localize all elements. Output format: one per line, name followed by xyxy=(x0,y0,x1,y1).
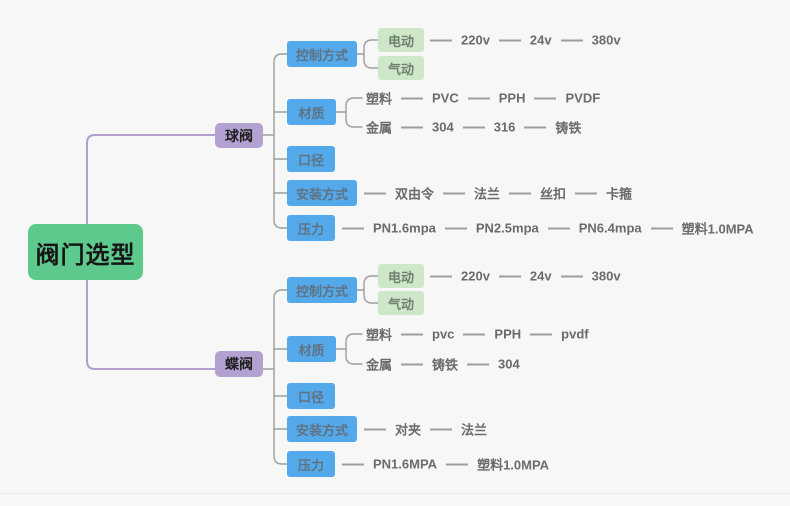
connector-dash xyxy=(401,126,424,128)
leaf-ball-plastic-1[interactable]: PPH xyxy=(498,90,526,106)
connector-dash xyxy=(446,463,469,465)
leaf-butterfly-plastic-head[interactable]: 塑料 xyxy=(366,327,393,343)
chain-ball-plastic: 塑料 PVC PPH PVDF xyxy=(366,89,600,108)
connector-dash xyxy=(430,39,452,41)
root-node-valve-selection[interactable]: 阀门选型 xyxy=(28,224,143,280)
connector-dash xyxy=(560,39,583,41)
leaf-butterfly-install-0[interactable]: 对夹 xyxy=(395,422,422,438)
leaf-ball-plastic-0[interactable]: PVC xyxy=(432,90,459,106)
connector-dash xyxy=(530,333,553,335)
connector-dash xyxy=(401,97,424,99)
category-butterfly-diameter[interactable]: 口径 xyxy=(287,383,335,409)
chain-butterfly-plastic: 塑料 pvc PPH pvdf xyxy=(366,325,589,344)
connector-dash xyxy=(534,97,557,99)
chain-butterfly-metal: 金属 铸铁 304 xyxy=(366,355,520,374)
leafbox-ball-electric[interactable]: 电动 xyxy=(378,28,424,52)
category-butterfly-install-mode[interactable]: 安装方式 xyxy=(287,416,357,442)
connector-dash xyxy=(342,227,364,229)
chain-ball-install: 双由令 法兰 丝扣 卡箍 xyxy=(364,184,632,203)
canvas-bottom-edge xyxy=(0,493,790,494)
connector-dash xyxy=(547,227,570,229)
category-butterfly-pressure[interactable]: 压力 xyxy=(287,451,335,477)
connector-dash xyxy=(560,275,583,277)
leaf-ball-plastic-head[interactable]: 塑料 xyxy=(366,91,393,107)
connector-dash xyxy=(467,97,490,99)
chain-butterfly-pressure: PN1.6MPA 塑料1.0MPA xyxy=(342,455,549,474)
leafbox-butterfly-pneumatic[interactable]: 气动 xyxy=(378,291,424,315)
category-butterfly-material[interactable]: 材质 xyxy=(287,336,336,362)
leaf-ball-voltage-220v[interactable]: 220v xyxy=(461,32,490,48)
connector-dash xyxy=(575,192,598,194)
leaf-ball-pressure-1[interactable]: PN2.5mpa xyxy=(475,220,539,236)
leaf-ball-pressure-3[interactable]: 塑料1.0MPA xyxy=(681,221,754,237)
connector-dash xyxy=(342,463,364,465)
connector-dash xyxy=(509,192,532,194)
leaf-ball-install-1[interactable]: 法兰 xyxy=(474,186,501,202)
chain-butterfly-install: 对夹 法兰 xyxy=(364,420,487,439)
chain-ball-metal: 金属 304 316 铸铁 xyxy=(366,118,581,137)
connector-dash xyxy=(430,275,452,277)
leaf-butterfly-metal-0[interactable]: 铸铁 xyxy=(432,357,459,373)
category-ball-install-mode[interactable]: 安装方式 xyxy=(287,180,357,206)
leafbox-butterfly-electric[interactable]: 电动 xyxy=(378,264,424,288)
leaf-ball-install-2[interactable]: 丝扣 xyxy=(540,186,567,202)
connector-dash xyxy=(498,39,521,41)
connector-dash xyxy=(650,227,673,229)
leaf-ball-pressure-2[interactable]: PN6.4mpa xyxy=(578,220,642,236)
connector-dash xyxy=(401,333,424,335)
leaf-butterfly-install-1[interactable]: 法兰 xyxy=(461,422,488,438)
branch-node-butterfly-valve[interactable]: 蝶阀 xyxy=(215,351,263,377)
leaf-butterfly-pressure-1[interactable]: 塑料1.0MPA xyxy=(477,457,550,473)
connector-dash xyxy=(498,275,521,277)
connector-dash xyxy=(364,192,386,194)
category-ball-pressure[interactable]: 压力 xyxy=(287,215,335,241)
leaf-butterfly-pressure-0[interactable]: PN1.6MPA xyxy=(373,456,438,472)
connector-dash xyxy=(430,428,453,430)
connector-dash xyxy=(524,126,547,128)
chain-ball-pressure: PN1.6mpa PN2.5mpa PN6.4mpa 塑料1.0MPA xyxy=(342,219,754,238)
leaf-butterfly-metal-head[interactable]: 金属 xyxy=(366,357,393,373)
leaf-ball-metal-1[interactable]: 316 xyxy=(493,119,516,135)
connector-dash xyxy=(443,192,466,194)
leaf-ball-metal-2[interactable]: 铸铁 xyxy=(555,120,582,136)
leaf-ball-voltage-24v[interactable]: 24v xyxy=(529,32,552,48)
connector-dash xyxy=(463,333,486,335)
leaf-ball-install-3[interactable]: 卡箍 xyxy=(606,186,633,202)
leaf-butterfly-voltage-24v[interactable]: 24v xyxy=(529,268,552,284)
branch-node-ball-valve[interactable]: 球阀 xyxy=(215,123,263,148)
leaf-butterfly-plastic-0[interactable]: pvc xyxy=(432,326,455,342)
connector-dash xyxy=(444,227,467,229)
leaf-ball-voltage-380v[interactable]: 380v xyxy=(591,32,621,48)
leaf-ball-pressure-0[interactable]: PN1.6mpa xyxy=(373,220,436,236)
connector-dash xyxy=(467,363,490,365)
leaf-butterfly-plastic-2[interactable]: pvdf xyxy=(561,326,589,342)
chain-ball-voltages: 220v 24v 380v xyxy=(430,33,621,48)
connector-dash xyxy=(462,126,485,128)
chain-butterfly-voltages: 220v 24v 380v xyxy=(430,269,621,284)
connector-dash xyxy=(364,428,386,430)
leaf-ball-install-0[interactable]: 双由令 xyxy=(395,186,435,202)
leaf-ball-plastic-2[interactable]: PVDF xyxy=(565,90,601,106)
connector-dash xyxy=(401,363,424,365)
leafbox-ball-pneumatic[interactable]: 气动 xyxy=(378,56,424,80)
leaf-ball-metal-head[interactable]: 金属 xyxy=(366,120,393,136)
leaf-butterfly-plastic-1[interactable]: PPH xyxy=(494,326,522,342)
category-ball-material[interactable]: 材质 xyxy=(287,99,336,125)
leaf-butterfly-voltage-380v[interactable]: 380v xyxy=(591,268,621,284)
category-ball-diameter[interactable]: 口径 xyxy=(287,146,335,172)
leaf-butterfly-metal-1[interactable]: 304 xyxy=(498,356,520,372)
leaf-ball-metal-0[interactable]: 304 xyxy=(432,119,454,135)
category-butterfly-control-mode[interactable]: 控制方式 xyxy=(287,277,357,303)
leaf-butterfly-voltage-220v[interactable]: 220v xyxy=(461,268,490,284)
category-ball-control-mode[interactable]: 控制方式 xyxy=(287,41,357,67)
